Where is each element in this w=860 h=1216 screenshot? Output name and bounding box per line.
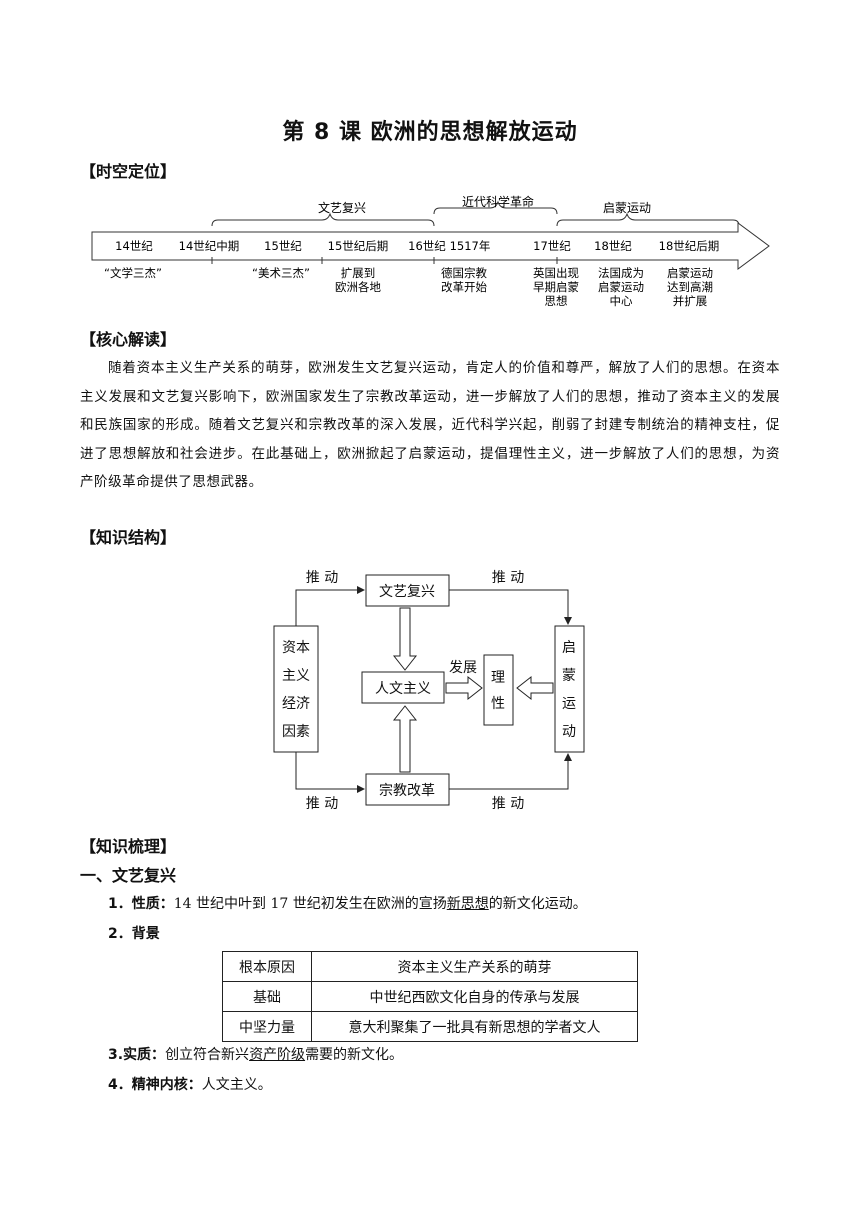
background-table: 根本原因 资本主义生产关系的萌芽 基础 中世纪西欧文化自身的传承与发展 中坚力量… [222, 951, 638, 1042]
fazhan-label: 发展 [449, 660, 477, 676]
event-wenxue: “文学三杰” [104, 266, 162, 280]
item-label: 2．背景 [108, 926, 160, 942]
group-label-kexue: 近代科学革命 [462, 194, 534, 209]
qimeng-text: 运 [562, 696, 576, 712]
ziben-text: 因素 [282, 724, 310, 740]
arrow-wenyi-qimeng [449, 589, 572, 625]
brace-wenyi [211, 212, 435, 227]
event-yingguo: 早期启蒙 [533, 280, 579, 294]
lixing-text: 性 [491, 696, 505, 712]
event-yingguo: 英国出现 [533, 266, 579, 280]
tick-label: 14世纪中期 [179, 239, 240, 253]
box-qimeng [554, 625, 585, 753]
section-heading-shikong: 【时空定位】 [80, 162, 177, 181]
table-cell: 根本原因 [222, 951, 312, 982]
table-cell: 基础 [222, 981, 312, 1012]
item-label: 1．性质： [108, 896, 174, 912]
tuidong-label: 推 动 [306, 570, 338, 586]
structure-diagram: 资本 主义 经济 因素 文艺复兴 宗教改革 人文主义 理 性 启 蒙 运 动 推… [273, 570, 585, 812]
item-shizhi: 3.实质：创立符合新兴资产阶级需要的新文化。 [108, 1047, 404, 1063]
lixing-text: 理 [491, 670, 505, 686]
event-kuozhan: 欧洲各地 [335, 280, 381, 294]
core-paragraph: 随着资本主义生产关系的萌芽，欧洲发生文艺复兴运动，肯定人的价值和尊严，解放了人们… [80, 354, 780, 497]
table-cell: 意大利聚集了一批具有新思想的学者文人 [311, 1011, 638, 1042]
event-gaochao: 并扩展 [673, 294, 708, 308]
section-heading-jiegou: 【知识结构】 [80, 528, 177, 547]
brace-kexue [433, 200, 558, 215]
tick-label: 18世纪 [594, 239, 632, 253]
item-beijing: 2．背景 [108, 923, 160, 943]
table-row: 中坚力量 意大利聚集了一批具有新思想的学者文人 [222, 1011, 638, 1042]
core-text: 随着资本主义生产关系的萌芽，欧洲发生文艺复兴运动，肯定人的价值和尊严，解放了人们… [80, 360, 780, 491]
qimeng-text: 动 [562, 724, 576, 740]
arrow-ziben-zongjiao [295, 752, 365, 793]
arrow-ziben-wenyi [295, 586, 365, 626]
brace-qimeng [556, 212, 740, 227]
event-gaochao: 达到高潮 [667, 280, 713, 294]
timeline-braces [211, 200, 740, 227]
timeline-ticks [211, 257, 558, 264]
event-faguo: 中心 [610, 294, 633, 308]
table-cell: 资本主义生产关系的萌芽 [311, 951, 638, 982]
tick-label: 15世纪 [264, 239, 302, 253]
event-faguo: 启蒙运动 [598, 280, 644, 294]
renwen-text: 人文主义 [375, 681, 431, 697]
tick-label: 18世纪后期 [659, 239, 720, 253]
table-row: 基础 中世纪西欧文化自身的传承与发展 [222, 981, 638, 1012]
event-faguo: 法国成为 [598, 266, 644, 280]
ziben-text: 资本 [282, 640, 310, 656]
ziben-text: 经济 [282, 696, 310, 712]
item-label: 3.实质： [108, 1047, 166, 1063]
block-arrow-down [392, 607, 418, 671]
event-meishu: “美术三杰” [252, 266, 310, 280]
event-zongjiao: 德国宗教 [441, 266, 487, 280]
timeline-arrow [91, 222, 770, 270]
table-cell: 中坚力量 [222, 1011, 312, 1042]
block-arrow-left [516, 675, 554, 701]
tick-label: 15世纪后期 [328, 239, 389, 253]
wenyi-text: 文艺复兴 [379, 583, 435, 600]
tick-label: 14世纪 [115, 239, 153, 253]
event-yingguo: 思想 [545, 294, 568, 308]
tick-label: 1517年 [450, 239, 491, 253]
item-xingzhi: 1．性质：14 世纪中叶到 17 世纪初发生在欧洲的宣扬新思想的新文化运动。 [108, 896, 587, 912]
block-arrow-right [445, 675, 483, 701]
event-zongjiao: 改革开始 [441, 280, 487, 294]
block-arrow-up [392, 705, 418, 773]
qimeng-text: 启 [562, 640, 576, 656]
box-lixing [483, 654, 514, 726]
tuidong-label: 推 动 [492, 570, 524, 586]
tick-label: 16世纪 [408, 239, 446, 253]
section-heading-hexin: 【核心解读】 [80, 330, 177, 349]
qimeng-text: 蒙 [562, 668, 576, 684]
ziben-text: 主义 [282, 668, 310, 684]
group-label-wenyi: 文艺复兴 [318, 200, 366, 215]
section-heading-shuli: 【知识梳理】 [80, 837, 177, 856]
zongjiao-text: 宗教改革 [379, 783, 435, 799]
arrow-zongjiao-qimeng [449, 753, 572, 790]
table-row: 根本原因 资本主义生产关系的萌芽 [222, 951, 638, 982]
table-cell: 中世纪西欧文化自身的传承与发展 [311, 981, 638, 1012]
item-label: 4．精神内核： [108, 1077, 202, 1093]
box-renwen [361, 671, 445, 704]
group-label-qimeng: 启蒙运动 [603, 201, 651, 215]
page-title: 第 8 课 欧洲的思想解放运动 [282, 120, 578, 145]
timeline-diagram: 文艺复兴 近代科学革命 启蒙运动 14世纪 14世纪中期 15世纪 15世纪后期… [91, 194, 770, 308]
item-jingshen: 4．精神内核：人文主义。 [108, 1077, 272, 1093]
tuidong-label: 推 动 [492, 796, 524, 812]
event-kuozhan: 扩展到 [341, 266, 376, 280]
tick-label: 17世纪 [533, 239, 571, 253]
event-gaochao: 启蒙运动 [667, 266, 713, 280]
tuidong-label: 推 动 [306, 796, 338, 812]
part1-heading: 一、文艺复兴 [80, 866, 177, 885]
